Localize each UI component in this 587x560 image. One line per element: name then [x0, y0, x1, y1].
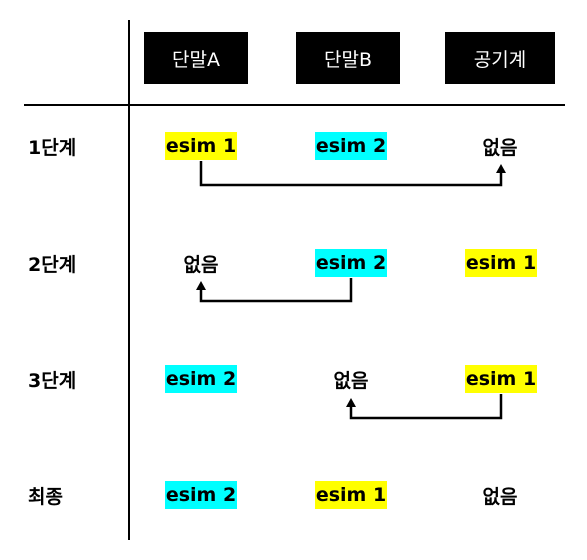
cell-step1-device-a: esim 1	[165, 132, 237, 160]
vertical-divider	[128, 20, 130, 540]
cell-step2-air: esim 1	[465, 249, 537, 277]
arrowhead-step1	[496, 164, 506, 173]
cell-step3-device-b: 없음	[333, 369, 369, 392]
arrow-step3	[349, 394, 503, 420]
cell-step3-air: esim 1	[465, 365, 537, 393]
row-label-step-1: 1단계	[28, 137, 77, 159]
row-label-step-2: 2단계	[28, 254, 77, 276]
row-label-final: 최종	[28, 486, 63, 508]
arrow-step2	[199, 278, 353, 303]
header-device-a: 단말A	[144, 32, 248, 84]
cell-step1-device-b: esim 2	[315, 132, 387, 160]
cell-final-device-a: esim 2	[165, 481, 237, 509]
cell-step3-device-a: esim 2	[165, 365, 237, 393]
horizontal-divider	[24, 104, 565, 106]
arrowhead-step3	[346, 398, 356, 407]
cell-step1-air: 없음	[482, 136, 518, 159]
cell-step2-device-b: esim 2	[315, 249, 387, 277]
arrow-step1	[199, 161, 503, 187]
header-air-device: 공기계	[445, 32, 555, 84]
cell-final-air: 없음	[482, 485, 518, 508]
header-device-b: 단말B	[296, 32, 400, 84]
cell-final-device-b: esim 1	[315, 481, 387, 509]
cell-step2-device-a: 없음	[183, 253, 219, 276]
arrowhead-step2	[196, 281, 206, 290]
row-label-step-3: 3단계	[28, 370, 77, 392]
